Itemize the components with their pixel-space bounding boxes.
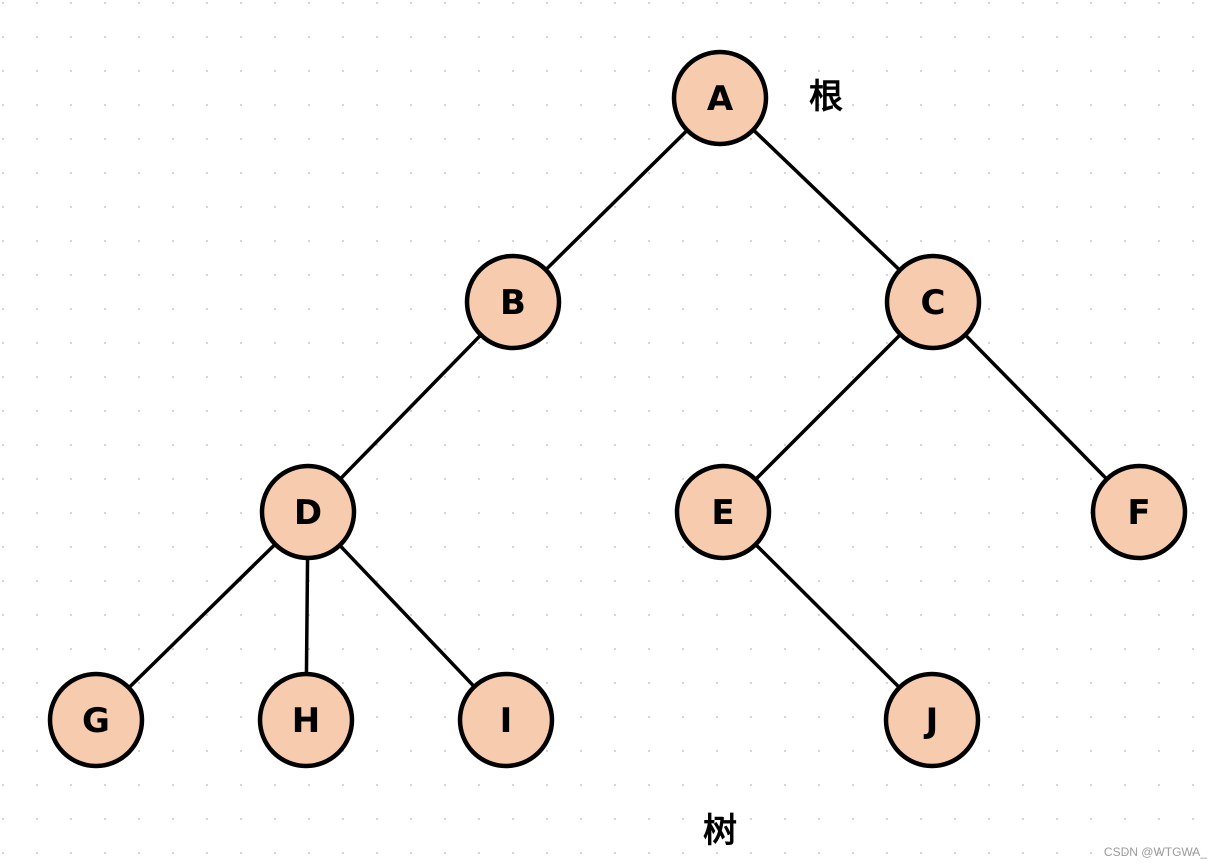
edge-a-c [752,128,901,272]
node-circle [259,463,357,561]
node-circle [671,49,769,147]
edge-e-j [754,543,901,689]
watermark: CSDN @WTGWA_ [1104,845,1207,859]
tree-node-f: F [1090,463,1188,561]
tree-node-g: G [47,671,145,769]
edge-d-i [338,544,476,688]
node-circle [884,253,982,351]
tree-node-b: B [464,253,562,351]
edge-b-d [338,333,483,481]
diagram-caption: 树 [703,811,737,851]
node-label: F [1127,493,1150,533]
tree-node-h: H [257,671,355,769]
node-label: A [707,79,734,119]
root-label: 根 [809,77,843,117]
edge-a-b [544,129,689,271]
node-circle [464,253,562,351]
node-circle [47,671,145,769]
node-circle [457,671,555,769]
node-label: G [82,701,110,741]
edge-c-e [754,333,902,481]
node-label: H [292,701,320,741]
tree-node-i: I [457,671,555,769]
node-circle [674,463,772,561]
node-label: D [294,493,322,533]
tree-node-j: J [883,671,981,769]
node-label: B [500,283,526,323]
nodes-layer: A B C D E F G H I J [47,49,1188,769]
edges-layer [127,128,1109,690]
node-circle [1090,463,1188,561]
node-label: C [921,283,946,323]
tree-node-e: E [674,463,772,561]
node-circle [883,671,981,769]
edge-c-f [963,333,1109,481]
tree-node-a: A [671,49,769,147]
edge-d-h [304,557,310,675]
node-circle [257,671,355,769]
tree-node-d: D [259,463,357,561]
tree-node-c: C [884,253,982,351]
node-label: J [924,701,939,741]
node-label: E [711,493,734,533]
edge-d-g [127,542,277,690]
node-label: I [500,701,513,741]
